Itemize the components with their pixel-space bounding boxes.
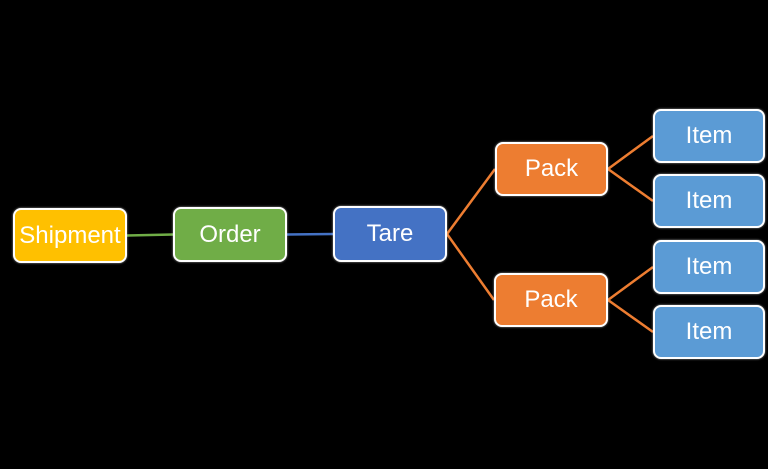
edge-order-to-tare bbox=[286, 232, 334, 236]
node-label-item-3: Item bbox=[685, 253, 733, 280]
node-label-item-2: Item bbox=[685, 187, 733, 214]
node-label-pack-1: Pack bbox=[524, 155, 579, 182]
node-pack-2: Pack bbox=[494, 273, 608, 327]
node-label-pack-2: Pack bbox=[524, 286, 578, 313]
node-label-item-1: Item bbox=[685, 122, 733, 149]
node-item-4: Item bbox=[653, 305, 765, 359]
edge-pack-1-to-item-2 bbox=[607, 167, 654, 203]
edge-tare-to-pack-2 bbox=[445, 233, 496, 301]
node-label-order: Order bbox=[199, 220, 261, 248]
node-shipment: Shipment bbox=[13, 208, 127, 263]
node-item-1: Item bbox=[653, 109, 765, 163]
node-label-tare: Tare bbox=[366, 220, 414, 247]
node-pack-1: Pack bbox=[495, 142, 608, 196]
node-order: Order bbox=[173, 207, 287, 262]
edge-pack-1-to-item-1 bbox=[607, 134, 654, 171]
node-tare: Tare bbox=[333, 206, 447, 262]
node-label-item-4: Item bbox=[685, 318, 733, 345]
node-item-2: Item bbox=[653, 174, 765, 228]
node-item-3: Item bbox=[653, 240, 765, 294]
edge-pack-2-to-item-4 bbox=[607, 298, 654, 334]
edge-tare-to-pack-1 bbox=[445, 168, 497, 235]
edge-pack-2-to-item-3 bbox=[607, 265, 654, 302]
edge-shipment-to-order bbox=[126, 233, 174, 237]
node-label-shipment: Shipment bbox=[19, 221, 121, 249]
